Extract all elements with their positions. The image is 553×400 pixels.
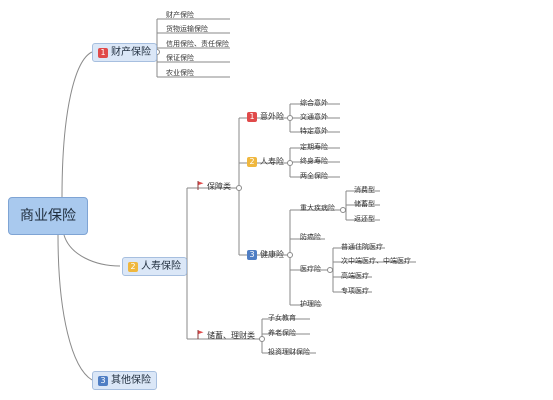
subtopic-label: 保障类 <box>207 182 231 191</box>
priority-2-badge: 2 <box>247 157 257 167</box>
branch-label: 人寿保险 <box>141 261 181 272</box>
leaf-guarantee-insurance[interactable]: 保证保险 <box>166 54 194 62</box>
leaf-credit-liability-insurance[interactable]: 信用保险、责任保险 <box>166 40 229 48</box>
leaf-whole-life[interactable]: 终身寿险 <box>300 157 328 165</box>
subtopic-protection[interactable]: 保障类 <box>197 181 231 192</box>
leaf-special-medical[interactable]: 专项医疗 <box>341 287 369 295</box>
leaf-high-end-medical[interactable]: 高端医疗 <box>341 272 369 280</box>
branch-label: 财产保险 <box>111 47 151 58</box>
leaf-property-insurance[interactable]: 财产保险 <box>166 11 194 19</box>
red-flag-icon <box>197 330 204 339</box>
leaf-cargo-insurance[interactable]: 货物运输保险 <box>166 25 208 33</box>
leaf-comprehensive-accident[interactable]: 综合意外 <box>300 99 328 107</box>
subtopic-savings-wealth[interactable]: 储蓄、理财类 <box>197 330 255 341</box>
leaf-traffic-accident[interactable]: 交通意外 <box>300 113 328 121</box>
subtopic-label: 健康险 <box>260 250 284 259</box>
leaf-agricultural-insurance[interactable]: 农业保险 <box>166 69 194 77</box>
priority-2-badge: 2 <box>128 262 138 272</box>
leaf-children-education[interactable]: 子女教育 <box>268 314 296 322</box>
subtopic-label: 储蓄、理财类 <box>207 331 255 340</box>
leaf-savings-type[interactable]: 储蓄型 <box>354 200 375 208</box>
leaf-consumption-type[interactable]: 消费型 <box>354 186 375 194</box>
priority-3-badge: 3 <box>98 376 108 386</box>
leaf-critical-illness[interactable]: 重大疾病险 <box>300 204 335 212</box>
leaf-term-life[interactable]: 定期寿险 <box>300 143 328 151</box>
root-node[interactable]: 商业保险 <box>8 197 88 235</box>
leaf-medical-insurance[interactable]: 医疗险 <box>300 265 321 273</box>
leaf-pension-insurance[interactable]: 养老保险 <box>268 329 296 337</box>
branch-label: 其他保险 <box>111 375 151 386</box>
leaf-mid-tier-medical[interactable]: 次中端医疗、中端医疗 <box>341 257 411 265</box>
priority-3-badge: 3 <box>247 250 257 260</box>
leaf-nursing-insurance[interactable]: 护理险 <box>300 300 321 308</box>
leaf-general-hospital-medical[interactable]: 普通住院医疗 <box>341 243 383 251</box>
leaf-cancer-insurance[interactable]: 防癌险 <box>300 233 321 241</box>
leaf-return-type[interactable]: 返还型 <box>354 215 375 223</box>
priority-1-badge: 1 <box>247 112 257 122</box>
leaf-specific-accident[interactable]: 特定意外 <box>300 127 328 135</box>
priority-1-badge: 1 <box>98 48 108 58</box>
leaf-endowment[interactable]: 两全保险 <box>300 172 328 180</box>
subtopic-label: 人寿险 <box>260 157 284 166</box>
leaf-investment-insurance[interactable]: 投资理财保险 <box>268 348 310 356</box>
red-flag-icon <box>197 181 204 190</box>
subtopic-label: 意外险 <box>260 112 284 121</box>
